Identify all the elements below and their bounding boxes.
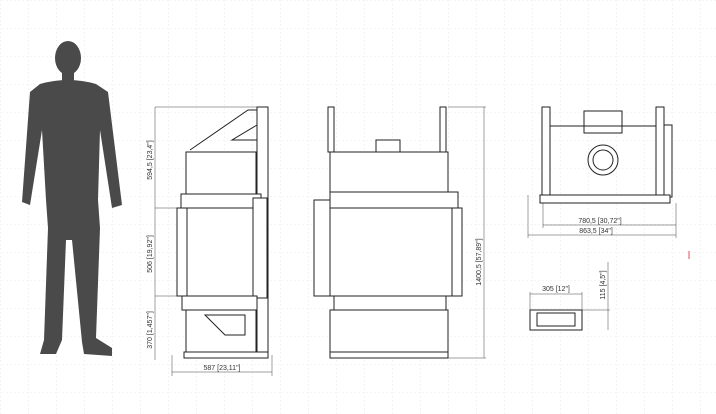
- side-upper-height-label: 594,5 [23,4"]: [147, 140, 154, 180]
- top-view: 780,5 [30,72"] 863,5 [34"]: [527, 106, 677, 238]
- side-base-height-label: 370 [1,457"]: [147, 311, 154, 349]
- front-total-height-label: 1400,5 [57,89"]: [476, 238, 483, 285]
- side-opening-height-label: 506 [19,92"]: [147, 235, 154, 273]
- front-view: 1400,5 [57,89"]: [313, 106, 486, 359]
- side-depth-label: 587 [23,11"]: [204, 365, 241, 372]
- side-view: 594,5 [23,4"] 506 [19,92"] 370 [1,457"] …: [147, 106, 273, 376]
- vent-height-label: 115 [4,5"]: [600, 270, 607, 299]
- top-outer-width-label: 863,5 [34"]: [579, 228, 613, 235]
- vent-box-view: 305 [12"] 115 [4,5"]: [529, 262, 610, 331]
- top-inner-width-label: 780,5 [30,72"]: [578, 218, 621, 225]
- vent-width-label: 305 [12"]: [542, 286, 570, 293]
- person-silhouette: [22, 41, 122, 356]
